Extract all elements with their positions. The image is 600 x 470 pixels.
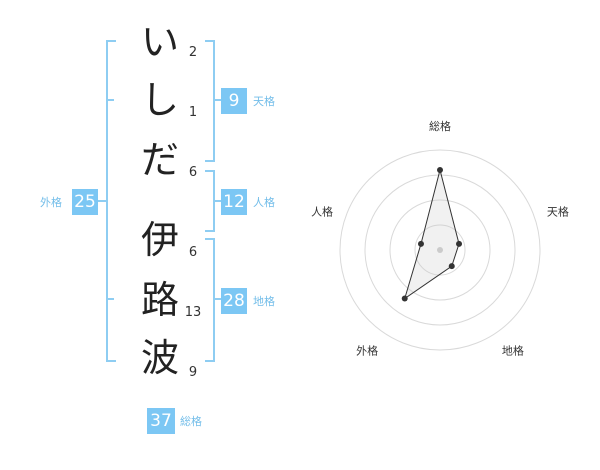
radar-point-2: [456, 240, 463, 247]
radar-ring-2: [389, 199, 491, 301]
name-char-2: し: [140, 78, 179, 122]
stroke-count-6: 9: [188, 365, 198, 380]
name-char-3: だ: [140, 138, 179, 182]
stroke-count-3: 6: [188, 165, 198, 180]
jinkaku-connector: [215, 200, 223, 202]
gaikaku-connector: [98, 200, 106, 202]
radar-axis-label-1: 総格: [429, 119, 451, 133]
tenkaku-bracket: [205, 40, 215, 162]
stroke-count-1: 2: [188, 45, 198, 60]
radar-ring-3: [364, 174, 516, 326]
radar-point-5: [417, 240, 424, 247]
radar-center: [437, 247, 443, 253]
chikaku-label: 地格: [253, 295, 275, 308]
radar-point-3: [448, 263, 455, 270]
radar-ring-1: [414, 224, 466, 276]
chikaku-bracket: [205, 238, 215, 362]
gaikaku-badge: 25: [72, 189, 98, 215]
radar-point-4: [401, 295, 408, 302]
stroke-count-2: 1: [188, 105, 198, 120]
name-char-1: い: [140, 20, 179, 64]
gaikaku-tick-bottom: [106, 298, 114, 300]
gaikaku-label: 外格: [40, 196, 62, 209]
soukaku-label: 総格: [180, 415, 202, 428]
soukaku-badge: 37: [147, 408, 175, 434]
radar-axis-label-4: 外格: [356, 343, 378, 357]
radar-axis-label-2: 天格: [547, 205, 569, 219]
gaikaku-bracket: [106, 40, 116, 362]
radar-point-1: [437, 167, 443, 173]
tenkaku-label: 天格: [253, 95, 275, 108]
jinkaku-bracket: [205, 170, 215, 232]
name-char-5: 路: [140, 278, 179, 322]
tenkaku-badge: 9: [221, 88, 247, 114]
stroke-count-4: 6: [188, 245, 198, 260]
radar-area: [403, 169, 460, 300]
jinkaku-label: 人格: [253, 196, 275, 209]
radar-axis-label-5: 人格: [311, 205, 333, 219]
gaikaku-tick-top: [106, 99, 114, 101]
tenkaku-connector: [215, 99, 223, 101]
radar-ring-4: [339, 149, 541, 351]
stroke-count-5: 13: [184, 305, 202, 320]
chikaku-badge: 28: [221, 288, 247, 314]
chikaku-connector: [215, 298, 223, 300]
name-char-6: 波: [140, 336, 179, 380]
name-char-4: 伊: [140, 218, 179, 262]
jinkaku-badge: 12: [221, 189, 247, 215]
radar-axis-label-3: 地格: [502, 343, 524, 357]
